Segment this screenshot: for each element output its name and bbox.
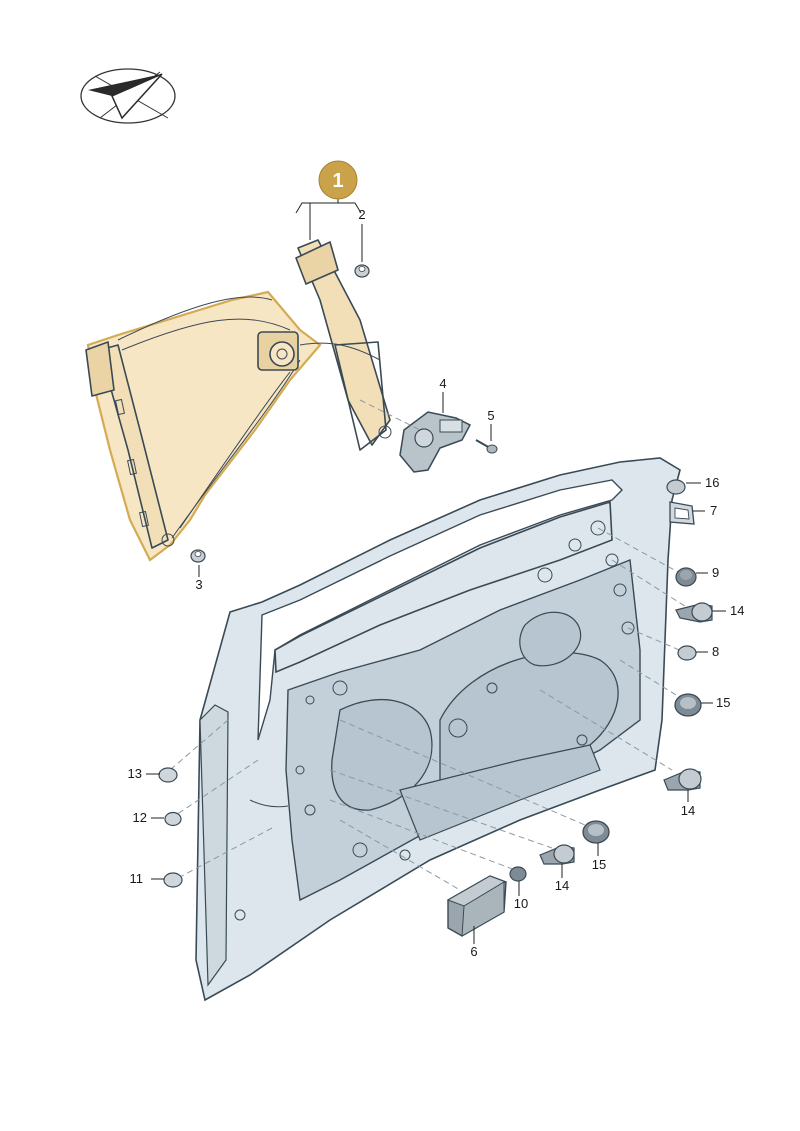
callout-15-lower: 15 bbox=[592, 857, 606, 872]
grommet-15-icon bbox=[674, 693, 702, 717]
assembly-lines bbox=[169, 399, 689, 891]
callout-14-lower: 14 bbox=[555, 878, 569, 893]
screw-5-icon bbox=[475, 439, 498, 454]
tape-14-icon bbox=[675, 602, 713, 623]
plug-9-icon bbox=[675, 567, 697, 587]
badge-circle bbox=[318, 160, 358, 200]
plug-12-icon bbox=[164, 811, 182, 827]
callout-13: 13 bbox=[128, 766, 142, 781]
control-unit-icon bbox=[446, 875, 508, 937]
seal-7-icon bbox=[669, 501, 695, 525]
nut-2-icon bbox=[354, 264, 370, 278]
callout-15-right: 15 bbox=[716, 695, 730, 710]
callout-9: 9 bbox=[712, 565, 719, 580]
grommet-15-icon bbox=[582, 820, 610, 844]
plug-10-icon bbox=[509, 866, 527, 882]
callout-14-upper: 14 bbox=[730, 603, 744, 618]
plug-8-icon bbox=[677, 645, 697, 661]
plug-13-icon bbox=[158, 767, 178, 783]
callout-7: 7 bbox=[710, 503, 717, 518]
tape-14-icon bbox=[663, 768, 702, 791]
callout-4: 4 bbox=[439, 376, 446, 391]
plug-16-icon bbox=[666, 479, 686, 495]
leader-lines bbox=[146, 224, 726, 944]
badge-label: 1 bbox=[332, 170, 343, 192]
callout-11: 11 bbox=[130, 871, 144, 886]
callout-3: 3 bbox=[195, 577, 202, 592]
nut-3-icon bbox=[190, 549, 206, 563]
door-shell bbox=[195, 457, 681, 1002]
paper-plane-icon bbox=[80, 68, 176, 124]
callout-16: 16 bbox=[705, 475, 719, 490]
callout-10: 10 bbox=[514, 896, 528, 911]
callout-8: 8 bbox=[712, 644, 719, 659]
callout-14-right: 14 bbox=[681, 803, 695, 818]
group-badge: 1 bbox=[295, 160, 362, 240]
plug-11-icon bbox=[163, 872, 183, 888]
window-motor-icon bbox=[399, 411, 472, 473]
tape-14-icon bbox=[539, 844, 575, 865]
callout-2: 2 bbox=[358, 207, 365, 222]
callout-labels: 2 3 4 5 6 7 8 9 10 11 12 13 14 14 14 15 … bbox=[128, 207, 745, 959]
callout-5: 5 bbox=[487, 408, 494, 423]
callout-12: 12 bbox=[133, 810, 147, 825]
window-regulator-assembly bbox=[85, 239, 392, 562]
callout-6: 6 bbox=[470, 944, 477, 959]
